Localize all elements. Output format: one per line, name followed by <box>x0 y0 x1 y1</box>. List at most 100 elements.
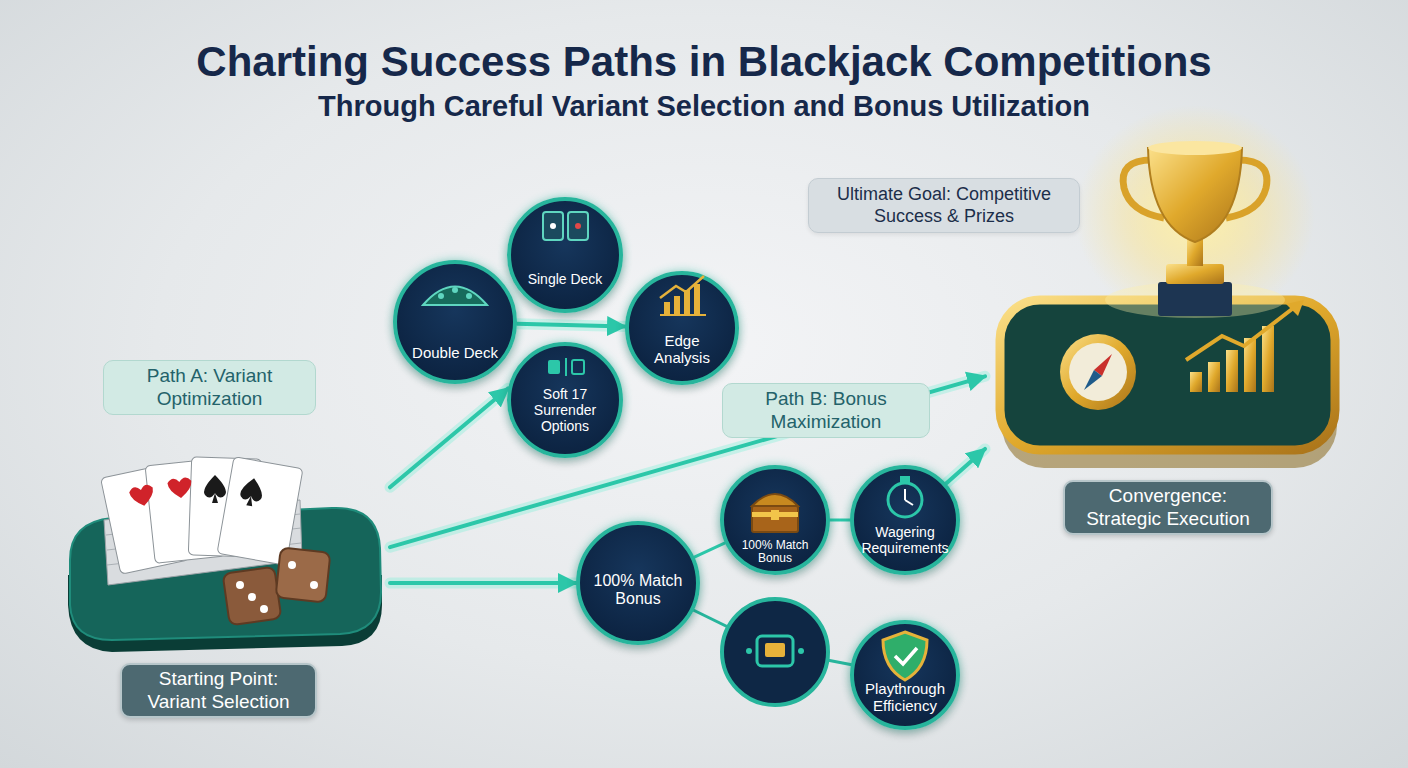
efficiency-circle: Playthrough Efficiency <box>850 620 960 730</box>
device-dot <box>746 648 752 654</box>
arrow-glow <box>517 324 625 327</box>
path-pill: Path B: Bonus Maximization <box>722 383 930 438</box>
flow-arrow <box>946 449 985 484</box>
flow-arrow <box>390 388 508 487</box>
compass-needle <box>1084 370 1102 390</box>
subtitle: Through Careful Variant Selection and Bo… <box>0 90 1408 123</box>
chart-bar <box>1226 350 1238 392</box>
rule-icon <box>565 358 567 376</box>
die-pip <box>288 561 296 569</box>
node-label: Wagering Requirements <box>855 525 955 556</box>
trophy-glow <box>1075 105 1315 325</box>
die-pip <box>236 581 244 589</box>
node-label: Playthrough Efficiency <box>855 681 955 715</box>
node-label: Single Deck <box>528 272 603 288</box>
node-label: 100% Match Bonus <box>588 572 688 608</box>
node-label: Path B: Bonus Maximization <box>733 388 919 434</box>
stopwatch-hand <box>904 489 906 500</box>
node-label: Edge Analysis <box>642 333 722 367</box>
node-label: Path A: Variant Optimization <box>114 365 305 411</box>
wagering-circle: Wagering Requirements <box>850 465 960 575</box>
card-pip <box>550 223 556 229</box>
spade-suit <box>238 476 264 507</box>
chart-bar <box>1208 362 1220 392</box>
rule-icon <box>572 360 584 374</box>
die <box>276 548 331 603</box>
table-icon <box>423 287 487 306</box>
node-label: Ultimate Goal: Competitive Success & Pri… <box>819 184 1069 227</box>
analysis-circle: Edge Analysis <box>625 271 739 385</box>
stopwatch-hand <box>905 500 913 505</box>
heart-suit <box>167 477 193 499</box>
link-connector <box>694 543 725 557</box>
heart-suit <box>128 484 156 509</box>
node-label: Soft 17 Surrender Options <box>523 387 607 434</box>
die-pip <box>248 593 256 601</box>
arrow-line <box>830 519 850 522</box>
icon-circle <box>722 599 828 705</box>
flow-arrow <box>517 324 625 327</box>
chest-body <box>752 506 798 532</box>
chest-lid <box>752 494 798 506</box>
device-icon <box>757 636 793 666</box>
trophy-rim <box>1148 141 1242 155</box>
stopwatch-button <box>900 476 910 482</box>
die-pip <box>310 581 318 589</box>
arrow-glow <box>390 388 508 487</box>
rule-icon <box>548 360 560 374</box>
die <box>223 567 282 626</box>
trend-arrowhead <box>1286 300 1304 316</box>
device-dot <box>798 648 804 654</box>
node-label: 100% Match Bonus <box>740 539 810 566</box>
spade-suit <box>204 475 226 503</box>
trophy-platform <box>1000 300 1335 450</box>
chest-lock <box>771 510 779 520</box>
arrow-glow <box>946 449 985 484</box>
goal-pill: Ultimate Goal: Competitive Success & Pri… <box>808 178 1080 233</box>
trophy-cup <box>1148 148 1242 242</box>
card-icon <box>543 212 563 240</box>
variant-circle: Double Deck <box>393 260 517 384</box>
chip-icon <box>466 293 472 299</box>
node-pill-label: Starting Point: Variant Selection <box>120 663 317 718</box>
convergence-node: Convergence: Strategic Execution <box>985 250 1345 540</box>
path-pill: Path A: Variant Optimization <box>103 360 316 415</box>
compass <box>1060 334 1136 410</box>
bar-icon <box>684 290 690 314</box>
platform-glow <box>1105 282 1285 318</box>
compass-face <box>1069 343 1127 401</box>
bonus-circle: 100% Match Bonus <box>576 521 700 645</box>
variant-circle: Single Deck <box>507 197 623 313</box>
flow-arrow <box>390 583 576 584</box>
card-icon <box>568 212 588 240</box>
rule-circle: Soft 17 Surrender Options <box>507 342 623 458</box>
die-pip <box>260 605 268 613</box>
arrow-line <box>517 324 625 327</box>
card-pip <box>575 223 581 229</box>
axis-icon <box>660 314 706 316</box>
check-icon <box>895 648 917 664</box>
start-node: Starting Point: Variant Selection <box>60 455 390 725</box>
device-screen <box>765 643 785 657</box>
chip-icon <box>438 293 444 299</box>
arrow-line <box>946 449 985 484</box>
stopwatch <box>888 483 922 517</box>
node-label: Double Deck <box>412 345 498 362</box>
trend-arrow <box>1186 306 1296 360</box>
diagram-title: Charting Success Paths in Blackjack Comp… <box>0 38 1408 86</box>
chest-band <box>752 512 798 517</box>
bar-icon <box>694 284 700 314</box>
chip-icon <box>452 287 458 293</box>
chart-bar <box>1262 326 1274 392</box>
arrow-line <box>390 581 576 585</box>
arrow-line <box>390 388 508 487</box>
trophy-base <box>1158 282 1232 316</box>
link-connector <box>830 520 850 521</box>
arrow-line <box>694 543 725 557</box>
bonus-circle: 100% Match Bonus <box>720 465 830 575</box>
bar-icon <box>674 296 680 314</box>
node-pill-label: Convergence: Strategic Execution <box>1063 480 1273 535</box>
arrow-glow <box>390 578 576 589</box>
trend-icon <box>660 276 704 298</box>
shield-icon <box>883 632 927 680</box>
